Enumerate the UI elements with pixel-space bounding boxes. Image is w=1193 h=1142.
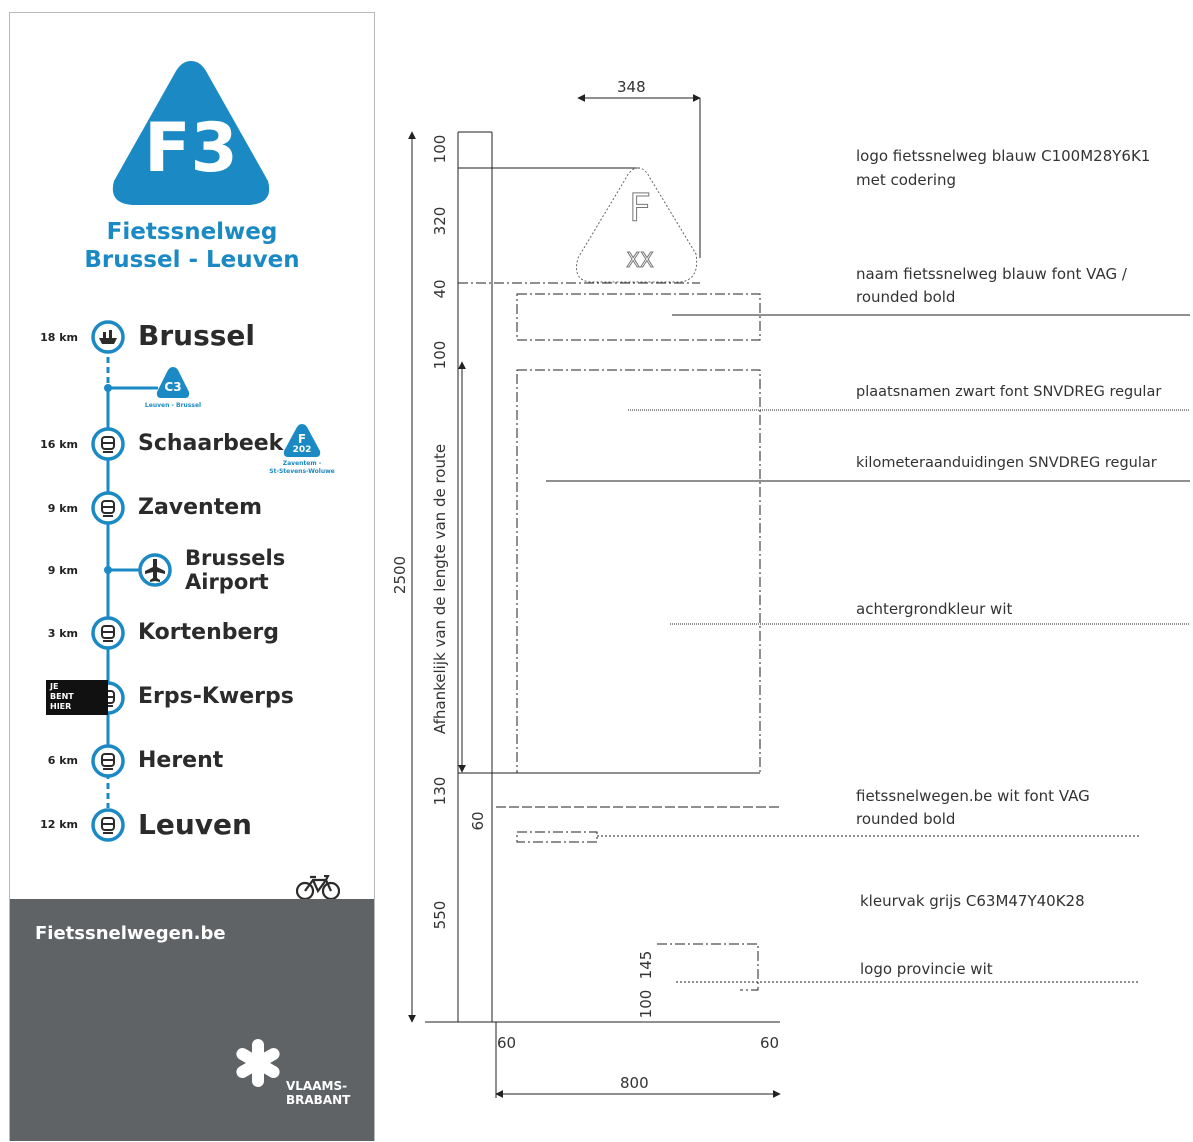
stop-name: Erps-Kwerps xyxy=(138,684,294,709)
train-icon xyxy=(101,436,115,834)
you-are-here-badge: JE BENT HIER xyxy=(46,680,108,715)
c3-logo xyxy=(156,367,190,398)
dim-total-width: 800 xyxy=(620,1074,649,1092)
dim-h100-bottom: 100 xyxy=(637,989,655,1019)
stop-km: 9 km xyxy=(47,502,78,515)
dim-h320: 320 xyxy=(431,206,449,236)
stop-km: 6 km xyxy=(47,754,78,767)
airplane-icon xyxy=(145,559,165,582)
f202-letter: F xyxy=(297,432,307,446)
stop-name: Herent xyxy=(138,748,224,773)
sign-panel: F3 Fietssnelweg Brussel - Leuven xyxy=(9,12,375,1141)
note-km: kilometeraanduidingen SNVDREG regular xyxy=(856,455,1157,471)
you-are-here-line1: JE xyxy=(50,682,59,691)
stop-km: 12 km xyxy=(40,818,78,831)
route-code: F3 xyxy=(144,109,238,188)
c3-caption: Leuven - Brussel xyxy=(144,402,202,409)
dim-h145: 145 xyxy=(637,950,655,980)
stop-name: Zaventem xyxy=(138,495,263,520)
stop-name: Airport xyxy=(185,570,269,594)
you-are-here-line3: HIER xyxy=(50,702,72,711)
ship-icon xyxy=(99,330,117,344)
stop-name: Brussel xyxy=(138,319,256,352)
note-name-line1: naam fietssnelweg blauw font VAG / xyxy=(856,265,1127,283)
stop-km: 18 km xyxy=(40,331,78,344)
note-province-logo: logo provincie wit xyxy=(860,960,993,978)
stop-km: 3 km xyxy=(47,627,78,640)
note-colorfield: kleurvak grijs C63M47Y40K28 xyxy=(860,892,1085,910)
dim-top-width: 348 xyxy=(617,78,646,96)
dim-h60: 60 xyxy=(469,811,487,831)
dim-h130: 130 xyxy=(431,776,449,806)
route-name-line2: Brussel - Leuven xyxy=(84,247,300,273)
c3-code: C3 xyxy=(164,380,182,394)
stop-km: 16 km xyxy=(40,438,78,451)
province-name-line2: BRABANT xyxy=(286,1093,351,1107)
dim-h550: 550 xyxy=(431,900,449,930)
note-logo-line1: logo fietssnelweg blauw C100M28Y6K1 xyxy=(856,147,1151,165)
note-background: achtergrondkleur wit xyxy=(856,600,1013,618)
dim-h2500: 2500 xyxy=(391,555,409,595)
sign-footer: Fietssnelwegen.be VLAAMS- BRABANT xyxy=(10,899,374,1141)
note-places: plaatsnamen zwart font SNVDREG regular xyxy=(856,384,1162,400)
note-logo-line2: met codering xyxy=(856,171,957,189)
stop-km: 9 km xyxy=(47,564,78,577)
note-website-line1: fietssnelwegen.be wit font VAG xyxy=(856,787,1090,805)
route-name-line1: Fietssnelweg xyxy=(106,219,278,245)
you-are-here-line2: BENT xyxy=(50,692,74,701)
dim-h100-mid: 100 xyxy=(431,340,449,370)
f202-logo xyxy=(283,424,321,457)
placeholder-logo-letter: F xyxy=(629,186,652,231)
dim-margin-right: 60 xyxy=(760,1034,780,1052)
stop-name: Kortenberg xyxy=(138,620,279,645)
province-name-line1: VLAAMS- xyxy=(286,1079,348,1093)
f202-caption-line1: Zaventem - xyxy=(282,460,322,467)
dim-margin-left: 60 xyxy=(497,1034,517,1052)
dim-h40: 40 xyxy=(431,279,449,299)
website-label: Fietssnelwegen.be xyxy=(35,923,226,944)
province-logo-star xyxy=(236,1039,280,1087)
f202-caption-line2: St-Stevens-Woluwe xyxy=(269,468,335,475)
stop-name: Brussels xyxy=(185,546,286,570)
stop-name: Leuven xyxy=(138,808,252,841)
note-website-line2: rounded bold xyxy=(856,810,956,828)
route-logo xyxy=(112,61,270,205)
dim-h100-top: 100 xyxy=(431,134,449,164)
note-name-line2: rounded bold xyxy=(856,288,956,306)
stop-name: Schaarbeek xyxy=(138,431,284,456)
f202-number: 202 xyxy=(292,445,312,455)
placeholder-logo-code: XX xyxy=(626,248,654,273)
dim-variable-note: Afhankelijk van de lengte van de route xyxy=(431,443,449,735)
